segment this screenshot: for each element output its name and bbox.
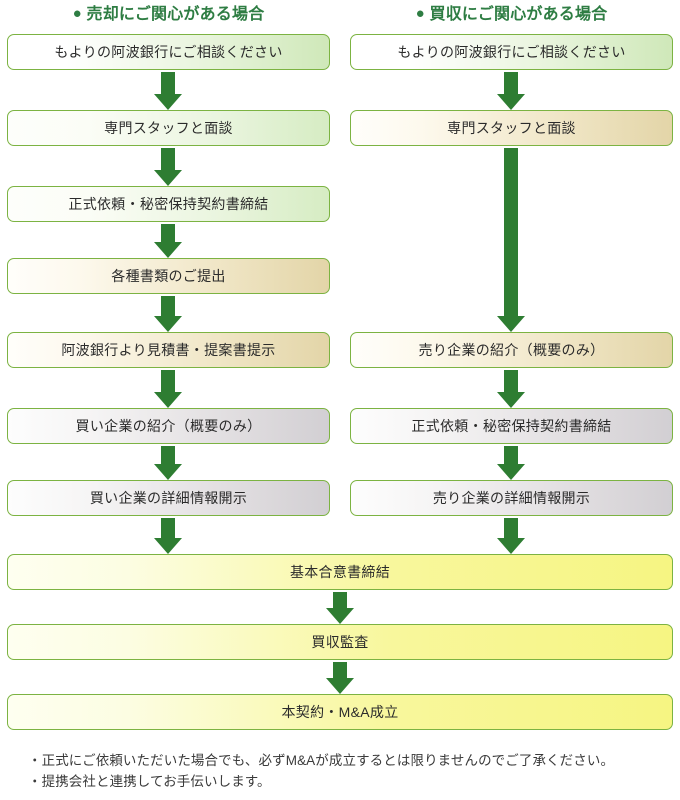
flow-arrow-down-icon-9 — [497, 370, 525, 408]
sell-step-box-2: 正式依頼・秘密保持契約書締結 — [7, 186, 330, 222]
column-header-buy: ● 買収にご関心がある場合 — [350, 2, 673, 26]
step-label: 売り企業の紹介（概要のみ） — [418, 342, 605, 358]
sell-step-box-6: 買い企業の詳細情報開示 — [7, 480, 330, 516]
common-step-box-2: 本契約・M&A成立 — [7, 694, 673, 730]
common-step-box-1: 買収監査 — [7, 624, 673, 660]
arrow-head — [497, 94, 525, 110]
step-label: 本契約・M&A成立 — [281, 704, 399, 720]
step-label: 正式依頼・秘密保持契約書締結 — [411, 418, 612, 434]
step-label: 専門スタッフと面談 — [104, 120, 233, 136]
footnote-line-1: ・提携会社と連携してお手伝いします。 — [28, 774, 271, 789]
arrow-shaft — [504, 72, 518, 94]
step-label: もよりの阿波銀行にご相談ください — [397, 44, 626, 60]
step-label: 専門スタッフと面談 — [447, 120, 576, 136]
arrow-shaft — [161, 148, 175, 170]
arrow-shaft — [161, 518, 175, 538]
flow-arrow-down-icon-11 — [497, 518, 525, 554]
step-label: 買収監査 — [311, 634, 369, 650]
arrow-shaft — [161, 370, 175, 392]
flow-arrow-down-icon-5 — [154, 446, 182, 480]
flow-arrow-down-icon-1 — [154, 148, 182, 186]
arrow-shaft — [161, 296, 175, 316]
arrow-head — [154, 538, 182, 554]
arrow-shaft — [504, 370, 518, 392]
arrow-head — [497, 464, 525, 480]
arrow-shaft — [504, 148, 518, 316]
footnotes: ・正式にご依頼いただいた場合でも、必ずM&Aが成立するとは限りませんのでご了承く… — [28, 750, 678, 792]
flow-arrow-down-icon-6 — [154, 518, 182, 554]
flow-arrow-down-icon-2 — [154, 224, 182, 258]
flow-arrow-down-icon-7 — [497, 72, 525, 110]
step-label: 買い企業の詳細情報開示 — [89, 490, 248, 506]
arrow-shaft — [161, 224, 175, 242]
step-label: もよりの阿波銀行にご相談ください — [54, 44, 283, 60]
step-label: 正式依頼・秘密保持契約書締結 — [68, 196, 269, 212]
column-header-sell: ● 売却にご関心がある場合 — [7, 2, 330, 26]
buy-step-box-1: 専門スタッフと面談 — [350, 110, 673, 146]
step-label: 各種書類のご提出 — [111, 268, 226, 284]
sell-step-box-1: 専門スタッフと面談 — [7, 110, 330, 146]
flow-arrow-down-icon-12 — [326, 592, 354, 624]
arrow-shaft — [333, 662, 347, 678]
flow-arrow-down-icon-13 — [326, 662, 354, 694]
bullet-icon: ● — [415, 5, 425, 22]
arrow-head — [154, 170, 182, 186]
arrow-head — [497, 538, 525, 554]
arrow-head — [154, 316, 182, 332]
sell-step-box-3: 各種書類のご提出 — [7, 258, 330, 294]
sell-step-box-0: もよりの阿波銀行にご相談ください — [7, 34, 330, 70]
buy-step-box-3: 正式依頼・秘密保持契約書締結 — [350, 408, 673, 444]
arrow-head — [154, 242, 182, 258]
flow-arrow-down-icon-3 — [154, 296, 182, 332]
bullet-icon: ● — [72, 5, 82, 22]
buy-step-box-0: もよりの阿波銀行にご相談ください — [350, 34, 673, 70]
arrow-shaft — [161, 72, 175, 94]
step-label: 売り企業の詳細情報開示 — [432, 490, 591, 506]
arrow-head — [154, 94, 182, 110]
step-label: 買い企業の紹介（概要のみ） — [75, 418, 262, 434]
flow-arrow-down-icon-8 — [497, 148, 525, 332]
common-step-box-0: 基本合意書締結 — [7, 554, 673, 590]
arrow-head — [497, 392, 525, 408]
arrow-shaft — [333, 592, 347, 608]
step-label: 基本合意書締結 — [289, 564, 391, 580]
buy-step-box-2: 売り企業の紹介（概要のみ） — [350, 332, 673, 368]
arrow-head — [154, 464, 182, 480]
column-header-sell-label: 売却にご関心がある場合 — [86, 6, 265, 23]
arrow-head — [497, 316, 525, 332]
column-header-buy-label: 買収にご関心がある場合 — [429, 6, 608, 23]
buy-step-box-4: 売り企業の詳細情報開示 — [350, 480, 673, 516]
arrow-head — [154, 392, 182, 408]
flow-arrow-down-icon-4 — [154, 370, 182, 408]
arrow-shaft — [161, 446, 175, 464]
sell-step-box-4: 阿波銀行より見積書・提案書提示 — [7, 332, 330, 368]
step-label: 阿波銀行より見積書・提案書提示 — [61, 342, 276, 358]
arrow-head — [326, 608, 354, 624]
flow-arrow-down-icon-0 — [154, 72, 182, 110]
arrow-shaft — [504, 518, 518, 538]
footnote-line-0: ・正式にご依頼いただいた場合でも、必ずM&Aが成立するとは限りませんのでご了承く… — [28, 753, 615, 768]
flow-arrow-down-icon-10 — [497, 446, 525, 480]
arrow-shaft — [504, 446, 518, 464]
arrow-head — [326, 678, 354, 694]
sell-step-box-5: 買い企業の紹介（概要のみ） — [7, 408, 330, 444]
